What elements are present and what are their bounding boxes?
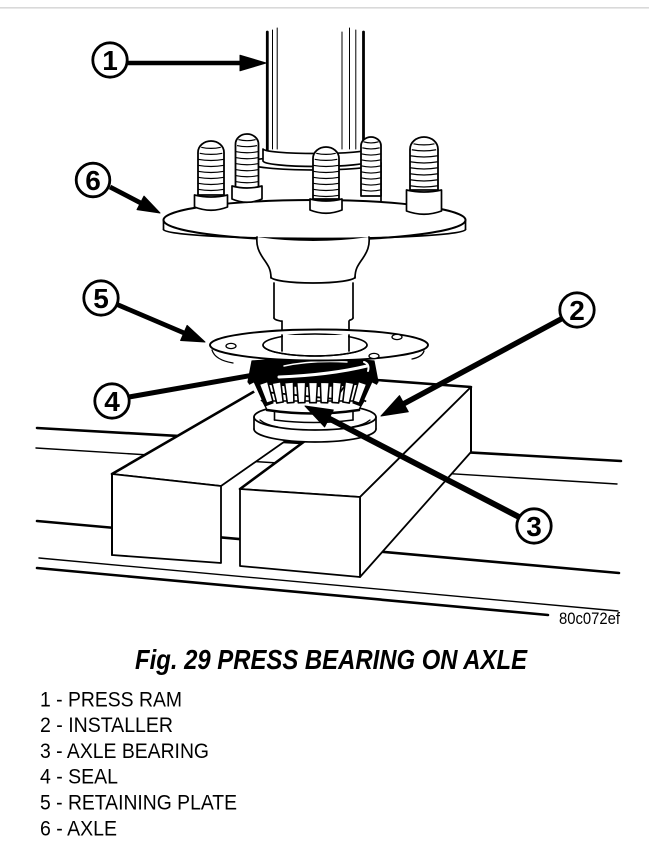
svg-text:1: 1 bbox=[102, 45, 118, 76]
svg-text:5 - RETAINING PLATE: 5 - RETAINING PLATE bbox=[40, 792, 237, 815]
svg-text:1 - PRESS RAM: 1 - PRESS RAM bbox=[40, 688, 182, 711]
svg-text:5: 5 bbox=[93, 283, 109, 314]
svg-text:3 - AXLE BEARING: 3 - AXLE BEARING bbox=[40, 740, 209, 763]
svg-text:6 - AXLE: 6 - AXLE bbox=[40, 817, 117, 840]
svg-text:3: 3 bbox=[526, 511, 542, 542]
svg-text:2: 2 bbox=[569, 295, 585, 326]
svg-text:2 - INSTALLER: 2 - INSTALLER bbox=[40, 714, 173, 737]
svg-text:4: 4 bbox=[104, 386, 120, 417]
svg-text:6: 6 bbox=[85, 165, 101, 196]
svg-text:Fig. 29 PRESS BEARING ON AXLE: Fig. 29 PRESS BEARING ON AXLE bbox=[135, 644, 528, 675]
svg-text:4 - SEAL: 4 - SEAL bbox=[40, 766, 118, 789]
svg-text:80c072ef: 80c072ef bbox=[559, 610, 620, 628]
